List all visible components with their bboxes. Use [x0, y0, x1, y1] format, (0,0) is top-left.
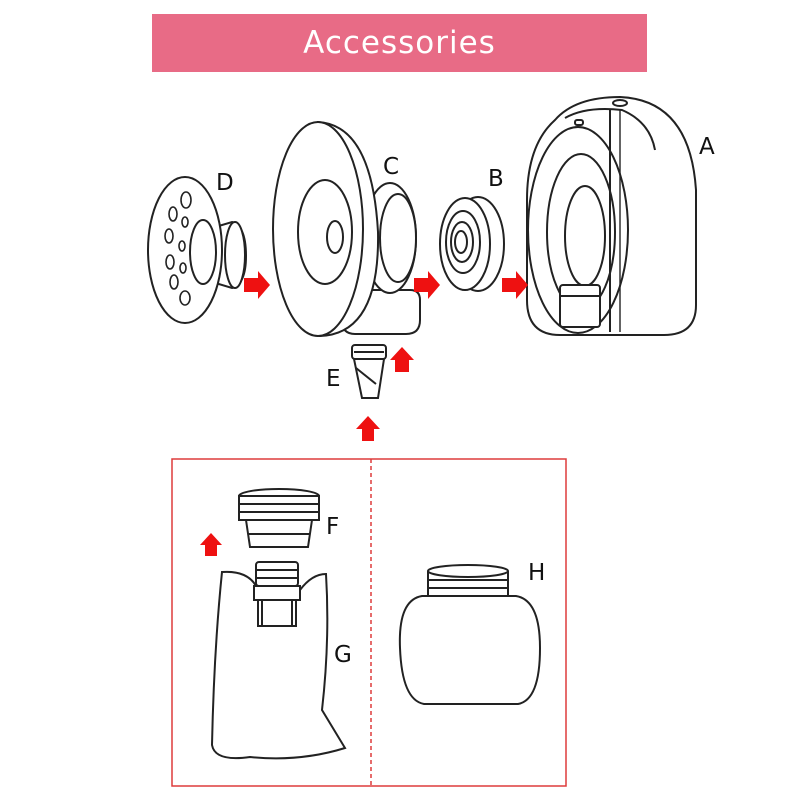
arrow-g-to-f	[200, 533, 222, 556]
label-a: A	[699, 134, 715, 160]
label-e: E	[326, 366, 341, 392]
arrow-e-to-c	[390, 347, 414, 372]
arrow-c-to-b	[414, 271, 440, 299]
bag-connector-icon	[238, 488, 320, 548]
label-f: F	[326, 514, 340, 540]
arrow-b-to-a	[502, 271, 528, 299]
accessories-banner: Accessories	[152, 14, 647, 72]
collection-bottle-icon	[398, 564, 542, 705]
arrow-d-to-c	[244, 271, 270, 299]
label-b: B	[488, 166, 504, 192]
label-d: D	[216, 170, 234, 196]
label-c: C	[383, 154, 400, 180]
backflow-valve-icon	[439, 196, 505, 292]
label-h: H	[528, 560, 546, 586]
breast-shield-flange-icon	[272, 120, 421, 338]
label-g: G	[334, 642, 352, 668]
pump-motor-unit-icon	[526, 96, 697, 336]
banner-title: Accessories	[303, 25, 496, 61]
arrow-storage-to-e	[356, 416, 380, 441]
duckbill-valve-icon	[351, 344, 387, 399]
massage-cushion-icon	[147, 176, 248, 324]
milk-storage-bag-icon	[210, 561, 347, 760]
storage-options-frame	[171, 458, 567, 787]
